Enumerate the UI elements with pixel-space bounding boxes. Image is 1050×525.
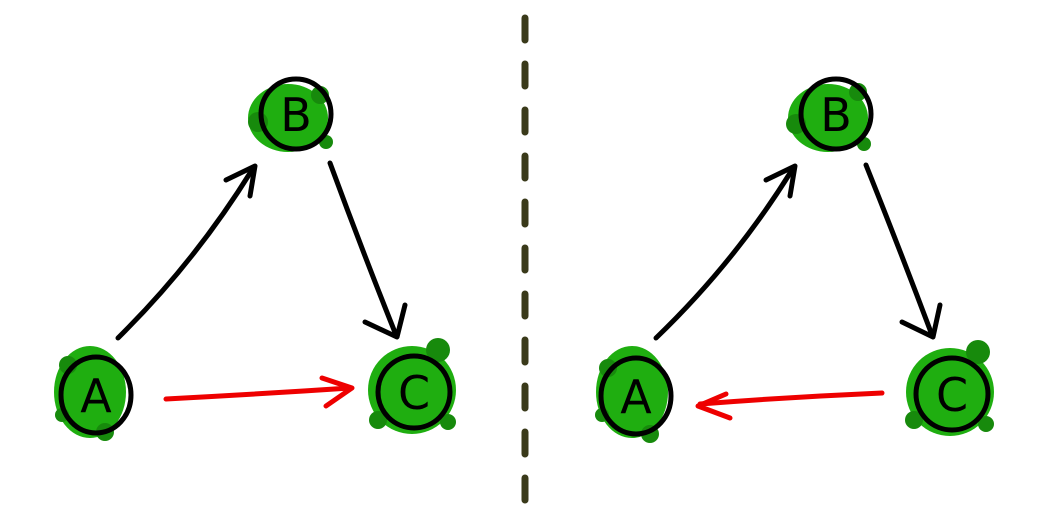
right-edge-c-to-a-arrowhead: [695, 391, 733, 421]
right-edge-a-to-b-line: [653, 167, 795, 341]
right-node-a-outline: [598, 355, 674, 437]
right-node-c-blob-lobe: [966, 340, 990, 364]
left-edge-a-to-b: [115, 163, 258, 341]
left-node-b: B: [248, 76, 334, 152]
left-edge-a-to-b-arrowhead: [223, 163, 258, 199]
left-edge-a-to-c-arrowhead: [319, 375, 355, 409]
left-edges: [115, 160, 408, 409]
right-node-c-blob-lobe: [978, 416, 994, 432]
right-diagram: B A C: [595, 76, 994, 443]
left-node-c-blob-lobe: [369, 411, 387, 429]
right-node-a-blob-lobe: [599, 359, 617, 377]
right-node-b: B: [786, 76, 874, 152]
right-node-a-label: A: [620, 370, 652, 424]
left-node-a: A: [54, 346, 134, 441]
left-edge-a-to-c-line: [163, 385, 353, 402]
right-edges: [653, 162, 943, 421]
left-node-c-blob-lobe: [440, 414, 456, 430]
right-node-b-outline: [798, 76, 874, 152]
right-node-c: C: [905, 340, 994, 436]
left-node-b-label: B: [280, 88, 312, 142]
left-edge-b-to-c: [327, 160, 408, 340]
left-edge-a-to-b-line: [115, 167, 255, 341]
right-node-c-outline: [913, 355, 991, 433]
left-node-c-blob-lobe: [426, 338, 450, 362]
left-node-a-outline: [58, 354, 134, 436]
right-node-a: A: [595, 346, 674, 443]
left-edge-a-to-c: [163, 375, 355, 409]
left-edge-b-to-c-arrowhead: [362, 302, 408, 340]
right-node-c-label: C: [936, 368, 968, 422]
left-node-c-outline: [375, 353, 453, 431]
left-node-c: C: [368, 338, 456, 434]
right-node-c-blob-lobe: [905, 411, 923, 429]
right-edge-a-to-b: [653, 163, 798, 341]
left-diagram: B A C: [54, 76, 456, 441]
right-edge-c-to-a-line: [697, 390, 885, 407]
left-node-b-outline: [258, 76, 334, 152]
right-edge-c-to-a: [695, 390, 885, 421]
right-edge-b-to-c-arrowhead: [899, 302, 943, 340]
right-edge-b-to-c: [863, 162, 943, 340]
right-edge-a-to-b-arrowhead: [763, 163, 798, 199]
left-node-c-label: C: [398, 366, 430, 420]
right-node-b-label: B: [820, 88, 852, 142]
left-node-a-label: A: [80, 369, 112, 423]
right-edge-b-to-c-line: [863, 162, 935, 338]
left-edge-b-to-c-line: [327, 160, 399, 338]
